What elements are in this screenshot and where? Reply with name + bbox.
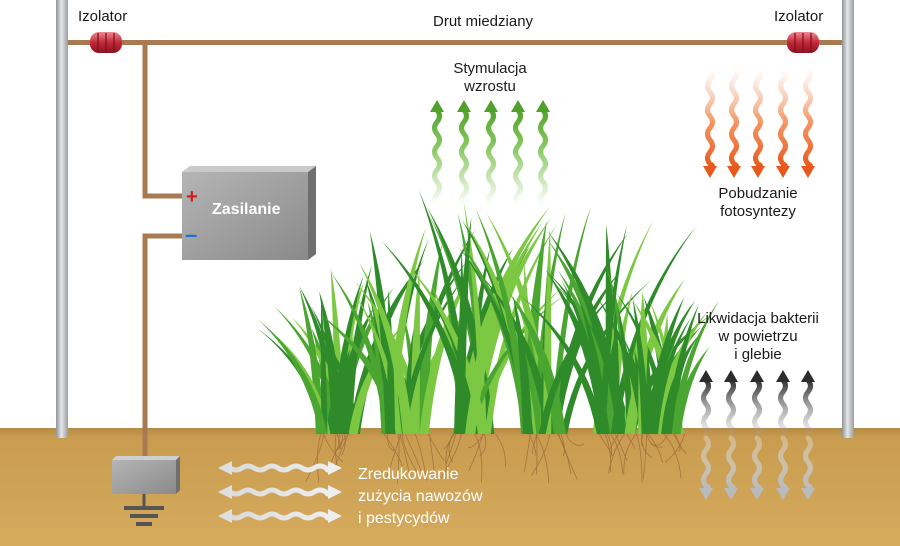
- copper-wire: [68, 40, 842, 45]
- grass-blade: [355, 295, 402, 434]
- wire-to-ground: [142, 233, 184, 462]
- wavy-arrow-icon: [801, 370, 815, 435]
- wavy-arrow-icon: [776, 435, 790, 500]
- photosynthesis-label-line: Pobudzanie: [718, 185, 798, 202]
- wavy-arrow-icon: [511, 100, 525, 208]
- photosynthesis-label: Pobudzanie fotosyntezy: [703, 185, 813, 221]
- growth-label: Stymulacja wzrostu: [440, 60, 540, 96]
- grass-blade: [393, 261, 467, 434]
- bacteria-arrows: [699, 370, 815, 500]
- wavy-arrow-icon: [699, 435, 713, 500]
- wavy-arrow-icon: [457, 100, 471, 208]
- grass-blade: [454, 217, 472, 434]
- wavy-arrow-icon: [218, 509, 342, 523]
- insulator-left-label: Izolator: [78, 8, 128, 25]
- growth-arrows: [430, 100, 550, 208]
- insulator-icon: [90, 32, 122, 53]
- roots: [305, 433, 687, 484]
- photosynthesis-arrows: [703, 65, 815, 178]
- wavy-arrow-icon: [703, 65, 717, 178]
- grass-blade: [645, 350, 654, 434]
- wavy-arrow-icon: [750, 435, 764, 500]
- wavy-arrow-icon: [699, 370, 713, 435]
- power-supply-label: Zasilanie: [212, 201, 281, 218]
- wavy-arrow-icon: [724, 370, 738, 435]
- bacteria-label-line: Likwidacja bakterii: [697, 310, 819, 327]
- grass-blade: [520, 295, 605, 434]
- grass-blade: [484, 222, 558, 434]
- copper-wire-label: Drut miedziany: [433, 13, 534, 30]
- grass-blade: [319, 291, 344, 434]
- wire-to-plus: [142, 45, 184, 199]
- grass-blade: [557, 244, 628, 434]
- grass-blade: [410, 267, 487, 434]
- wavy-arrow-icon: [430, 100, 444, 208]
- grass-tufts: [257, 189, 720, 434]
- grass-blade: [385, 227, 426, 434]
- insulator-icon: [787, 32, 819, 53]
- grass-blade: [538, 290, 618, 434]
- grass-blade: [671, 346, 710, 434]
- left-pole: [56, 0, 68, 438]
- fertilizer-label-line: Zredukowanie: [358, 466, 459, 483]
- bacteria-label: Likwidacja bakterii w powietrzu i glebie: [678, 310, 838, 364]
- grass-blade: [651, 317, 691, 434]
- grass-blade: [632, 297, 650, 434]
- grass-blade: [599, 224, 627, 434]
- grass-blade: [670, 300, 720, 434]
- grass-blade: [476, 209, 530, 434]
- grass-blade: [560, 280, 652, 434]
- fertilizer-label-line: zużycia nawozów: [358, 488, 483, 505]
- photosynthesis-label-line: fotosyntezy: [720, 203, 796, 220]
- power-supply-box: + –: [182, 166, 316, 260]
- grass-blade: [465, 221, 543, 434]
- wavy-arrow-icon: [751, 65, 765, 178]
- bacteria-label-line: w powietrzu: [718, 328, 798, 345]
- wavy-arrow-icon: [484, 100, 498, 208]
- grass-blade: [258, 319, 328, 434]
- grass-blade: [419, 260, 478, 434]
- wavy-arrow-icon: [776, 65, 790, 178]
- wavy-arrow-icon: [724, 435, 738, 500]
- grass-blade: [426, 206, 495, 434]
- wavy-arrow-icon: [801, 435, 815, 500]
- wavy-arrow-icon: [536, 100, 550, 208]
- grass-blade: [661, 344, 692, 434]
- wavy-arrow-icon: [776, 370, 790, 435]
- ground-electrode-icon: [112, 456, 180, 526]
- bacteria-label-line: i glebie: [734, 346, 782, 363]
- growth-label-line: Stymulacja: [453, 60, 527, 77]
- wavy-arrow-icon: [218, 461, 342, 475]
- insulator-right-label: Izolator: [774, 8, 824, 25]
- wavy-arrow-icon: [727, 65, 741, 178]
- grass-blade: [545, 269, 610, 434]
- right-pole: [842, 0, 854, 438]
- growth-label-line: wzrostu: [464, 78, 516, 95]
- grass-blade: [513, 295, 533, 434]
- grass-blade: [418, 189, 472, 434]
- fertilizer-arrows: [218, 461, 342, 523]
- fertilizer-label: Zredukowanie zużycia nawozów i pestycydó…: [358, 464, 483, 530]
- wavy-arrow-icon: [801, 65, 815, 178]
- plus-sign: +: [186, 186, 198, 208]
- fertilizer-label-line: i pestycydów: [358, 510, 450, 527]
- wavy-arrow-icon: [750, 370, 764, 435]
- grass-blade: [348, 323, 405, 434]
- wavy-arrow-icon: [218, 485, 342, 499]
- minus-sign: –: [185, 222, 197, 247]
- grass-blade: [359, 263, 413, 434]
